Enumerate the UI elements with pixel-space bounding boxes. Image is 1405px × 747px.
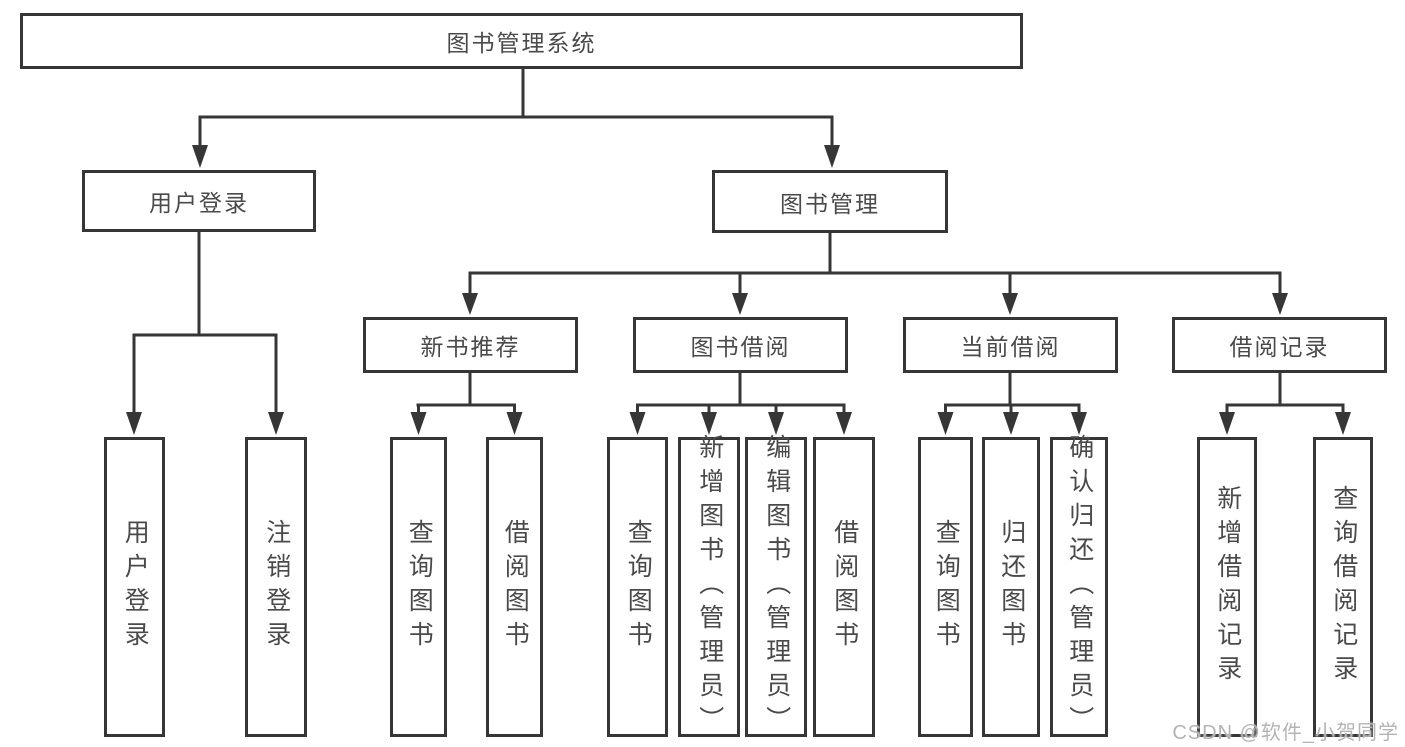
leaf-logout: 注销登录 — [245, 437, 307, 737]
node-label: 借阅记录 — [1229, 334, 1330, 360]
leaf-query-books-recommend: 查询图书 — [390, 437, 447, 737]
node-label: 图书管理 — [780, 190, 880, 217]
leaf-label: 归还图书 — [997, 519, 1026, 655]
leaf-label: 用户登录 — [121, 519, 150, 655]
node-library-management-system: 图书管理系统 — [20, 13, 1023, 69]
node-borrowing-records: 借阅记录 — [1172, 317, 1387, 373]
leaf-query-borrow-record: 查询借阅记录 — [1313, 437, 1373, 737]
leaf-user-login: 用户登录 — [104, 437, 165, 737]
arrowhead-icons — [126, 145, 1351, 435]
leaf-label: 查询图书 — [624, 519, 653, 655]
leaf-return-books: 归还图书 — [982, 437, 1040, 737]
leaf-label: 借阅图书 — [830, 519, 859, 655]
leaf-label: 确认归还（管理员） — [1065, 434, 1094, 740]
node-label: 新书推荐 — [420, 334, 521, 360]
leaf-label: 新增借阅记录 — [1213, 485, 1242, 689]
leaf-confirm-return-admin: 确认归还（管理员） — [1050, 434, 1108, 740]
leaf-label: 编辑图书（管理员） — [762, 434, 791, 740]
node-user-login: 用户登录 — [82, 170, 316, 232]
node-label: 图书借阅 — [690, 334, 791, 360]
node-label: 当前借阅 — [960, 334, 1061, 360]
leaf-query-books-current: 查询图书 — [918, 437, 973, 737]
node-current-borrowing: 当前借阅 — [903, 317, 1118, 373]
leaf-add-borrow-record: 新增借阅记录 — [1197, 437, 1257, 737]
leaf-query-books-borrow: 查询图书 — [607, 437, 668, 737]
leaf-add-books-admin: 新增图书（管理员） — [678, 434, 740, 740]
node-book-borrowing: 图书借阅 — [633, 317, 848, 373]
leaf-label: 查询借阅记录 — [1329, 485, 1358, 689]
node-label: 用户登录 — [149, 190, 249, 216]
leaf-edit-books-admin: 编辑图书（管理员） — [745, 434, 807, 740]
leaf-label: 注销登录 — [262, 519, 291, 655]
leaf-label: 查询图书 — [932, 519, 961, 655]
leaf-label: 查询图书 — [405, 519, 434, 655]
leaf-label: 借阅图书 — [501, 519, 530, 655]
leaf-label: 新增图书（管理员） — [695, 434, 724, 740]
node-book-management: 图书管理 — [712, 170, 948, 233]
node-label: 图书管理系统 — [446, 30, 597, 56]
leaf-borrow-books: 借阅图书 — [813, 437, 875, 737]
leaf-borrow-books-recommend: 借阅图书 — [486, 437, 543, 737]
node-new-book-recommend: 新书推荐 — [363, 317, 578, 373]
csdn-watermark: CSDN @软件_小贺同学 — [1172, 722, 1399, 744]
